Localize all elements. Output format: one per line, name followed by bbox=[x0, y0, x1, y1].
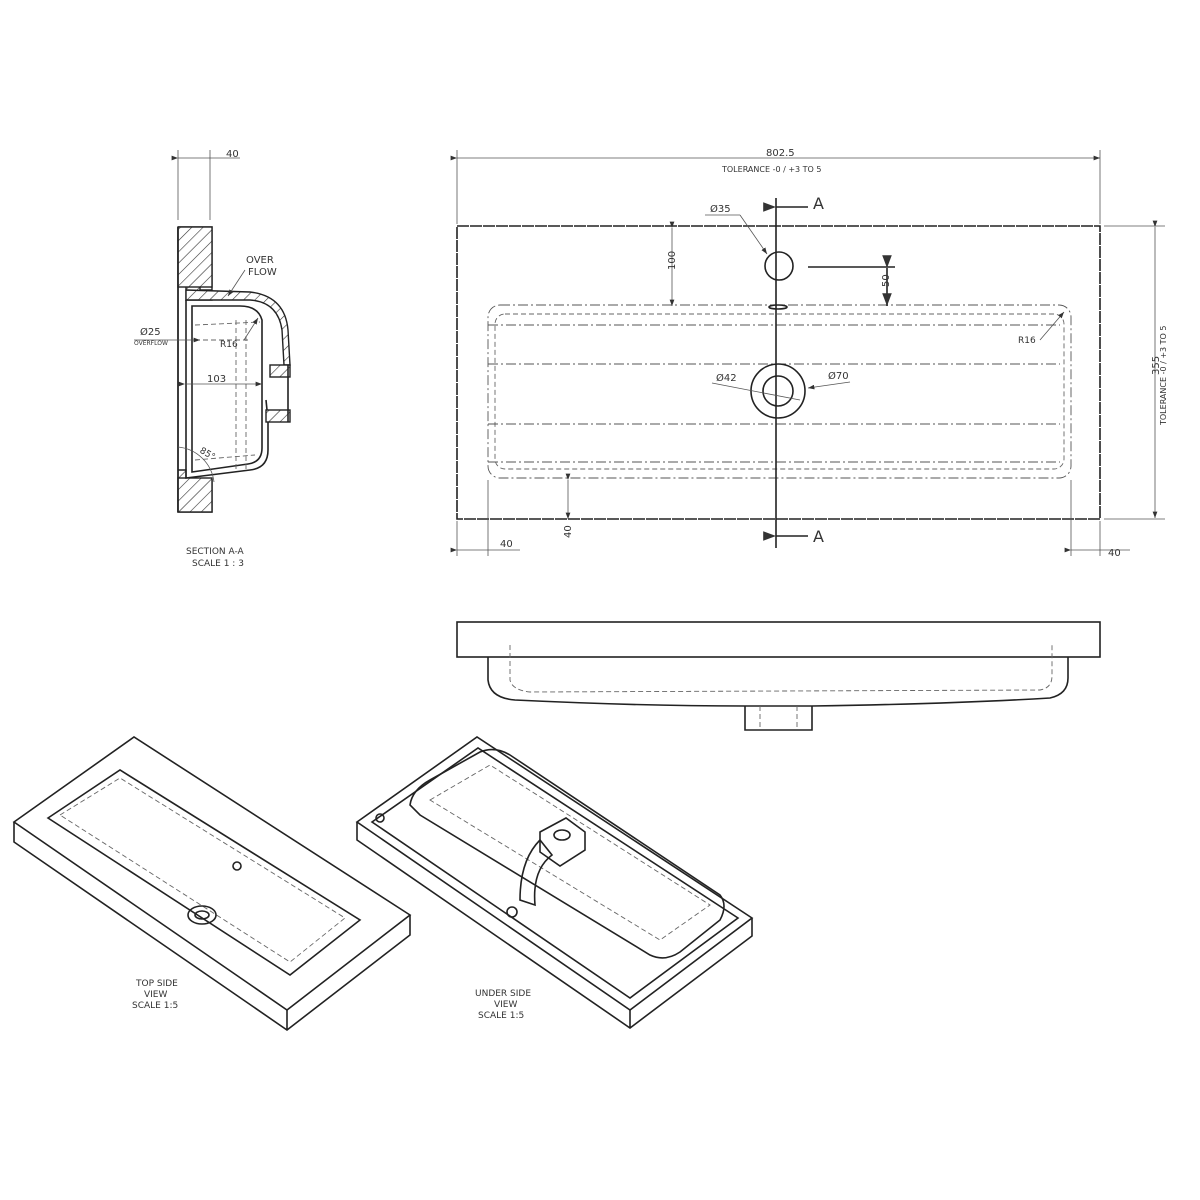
rim-front: 40 bbox=[563, 525, 574, 538]
section-depth: 103 bbox=[207, 374, 226, 385]
tap-to-basin: 50 bbox=[881, 274, 892, 287]
rim-left: 40 bbox=[500, 539, 513, 550]
plan-view: 802.5 TOLERANCE -0 / +3 TO 5 A A Ø35 100… bbox=[450, 148, 1168, 559]
iso-top-scale: SCALE 1:5 bbox=[132, 1001, 178, 1011]
section-mark-top: A bbox=[813, 194, 824, 213]
tap-offset: 100 bbox=[667, 251, 678, 270]
waste-inner-diameter: Ø42 bbox=[716, 372, 737, 384]
overflow-label-2: FLOW bbox=[248, 267, 277, 278]
section-scale: SCALE 1 : 3 bbox=[192, 559, 244, 569]
waste-inner bbox=[762, 375, 794, 407]
plan-width: 802.5 bbox=[766, 148, 795, 159]
iso-under-line2: VIEW bbox=[494, 1000, 517, 1010]
section-dim-top: 40 bbox=[226, 149, 239, 160]
waste-outer-diameter: Ø70 bbox=[828, 370, 849, 382]
plan-depth-tolerance: TOLERANCE -0 / +3 TO 5 bbox=[1159, 326, 1168, 426]
tap-hole-diameter: Ø35 bbox=[710, 203, 731, 215]
iso-under-line1: UNDER SIDE bbox=[475, 989, 531, 999]
rim-right: 40 bbox=[1108, 548, 1121, 559]
overflow-diameter: Ø25 bbox=[140, 326, 161, 338]
section-angle: 85° bbox=[198, 446, 217, 463]
isometric-top-view: TOP SIDE VIEW SCALE 1:5 bbox=[12, 736, 412, 1031]
isometric-under-view: UNDER SIDE VIEW SCALE 1:5 bbox=[355, 736, 754, 1029]
plan-depth: 355 bbox=[1151, 356, 1162, 375]
iso-under-scale: SCALE 1:5 bbox=[478, 1011, 524, 1021]
section-a-a-view: 40 OVER FLOW Ø25 OVERFLOW R16 103 85° SE… bbox=[134, 149, 291, 569]
section-title: SECTION A-A bbox=[186, 547, 245, 557]
iso-top-line2: VIEW bbox=[144, 990, 167, 1000]
corner-radius: R16 bbox=[1018, 336, 1036, 346]
plan-width-tolerance: TOLERANCE -0 / +3 TO 5 bbox=[721, 165, 821, 174]
waste-outer bbox=[750, 363, 806, 419]
section-radius: R16 bbox=[220, 340, 238, 350]
tap-hole bbox=[764, 251, 794, 281]
front-elevation-view bbox=[456, 621, 1101, 731]
iso-top-line1: TOP SIDE bbox=[135, 979, 178, 989]
overflow-label-1: OVER bbox=[246, 255, 274, 266]
overflow-diameter-note: OVERFLOW bbox=[134, 340, 168, 347]
section-mark-bottom: A bbox=[813, 527, 824, 546]
